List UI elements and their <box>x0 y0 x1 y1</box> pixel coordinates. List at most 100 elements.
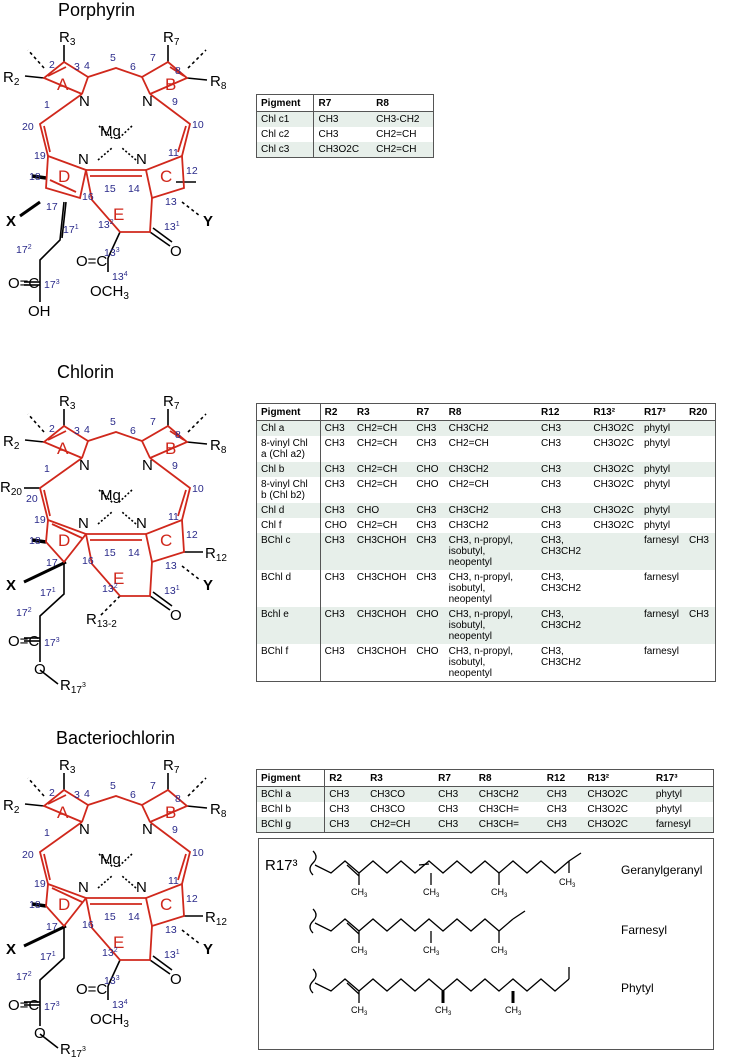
ring-c: C <box>160 167 172 186</box>
loc-17-3: 173 <box>44 637 60 649</box>
table-cell: CH3 <box>537 420 590 436</box>
svg-text:CH3: CH3 <box>491 887 508 899</box>
loc-17-3: 173 <box>44 279 60 291</box>
svg-text:7: 7 <box>150 52 156 64</box>
ring-a: A <box>57 803 69 822</box>
svg-text:5: 5 <box>110 52 116 64</box>
table-cell: Chl a <box>256 420 321 436</box>
svg-text:13: 13 <box>165 924 177 936</box>
svg-text:11: 11 <box>168 511 179 523</box>
svg-text:4: 4 <box>84 788 90 800</box>
table-cell: CH2=CH <box>352 462 413 477</box>
ring-c: C <box>160 531 172 550</box>
svg-text:13: 13 <box>165 560 177 572</box>
svg-text:9: 9 <box>172 460 178 472</box>
svg-text:1: 1 <box>44 99 50 111</box>
och3-label: OCH3 <box>90 1011 129 1030</box>
table-cell: CH3 <box>434 786 475 802</box>
loc-13-3: 133 <box>104 975 120 987</box>
table-cell <box>685 477 716 503</box>
table-cell: farnesyl <box>651 817 714 833</box>
o-keto: O <box>170 607 182 624</box>
loc-13-1: 131 <box>164 949 180 961</box>
col-header: R17³ <box>639 403 685 421</box>
table-cell: CH3, n-propyl, isobutyl, neopentyl <box>444 533 538 570</box>
table-cell: CH3, n-propyl, isobutyl, neopentyl <box>444 607 538 644</box>
svg-text:5: 5 <box>110 416 116 428</box>
svg-text:10: 10 <box>192 119 204 131</box>
table-cell: CH3 <box>324 479 345 490</box>
table-cell: CH3, CH3CH2 <box>541 646 582 668</box>
table-cell: Chl c3 <box>256 142 315 158</box>
loc-17-1: 171 <box>63 224 79 236</box>
ring-e: E <box>113 205 124 224</box>
svg-text:CH3: CH3 <box>351 1005 368 1017</box>
n-c: N <box>136 515 147 532</box>
table-cell: CH3 <box>320 462 353 477</box>
svg-text:17: 17 <box>46 557 58 569</box>
r7-label: R7 <box>163 29 180 48</box>
n-d: N <box>78 515 89 532</box>
table-cell: CH2=CH <box>448 479 489 490</box>
table-cell: CH3O2C <box>587 804 628 815</box>
table-cell: CH3 <box>320 607 353 644</box>
svg-text:2: 2 <box>49 423 55 435</box>
ring-e: E <box>113 569 124 588</box>
table-cell: CH3O2C <box>589 462 640 477</box>
table-cell: CH3CH2 <box>444 462 538 477</box>
bacteriochlorin-structure: R3 R7 R2 R8 R12 N N Mg N N A B C D E X Y… <box>3 757 227 1060</box>
table-cell: CH3O2C <box>583 786 652 802</box>
svg-text:3: 3 <box>74 789 80 801</box>
r8-label: R8 <box>210 73 227 92</box>
table-cell: CH3CHOH <box>352 607 413 644</box>
table-cell: CH3CH= <box>474 817 543 833</box>
table-cell: phytyl <box>655 804 682 815</box>
table-cell: CH3O2C <box>593 520 634 531</box>
table-cell: phytyl <box>643 520 671 531</box>
n-d: N <box>78 151 89 168</box>
table-cell: CH2=CH <box>356 520 398 531</box>
table-cell: phytyl <box>639 420 685 436</box>
r17-3-label: R173 <box>60 1041 86 1060</box>
ring-d: D <box>58 531 70 550</box>
table-cell: CH3 <box>542 817 584 833</box>
svg-text:CH3: CH3 <box>559 877 576 889</box>
loc-17-2: 172 <box>16 244 32 256</box>
table-cell: BChl f <box>256 644 321 682</box>
svg-text:4: 4 <box>84 424 90 436</box>
table-cell: CH3, CH3CH2 <box>537 533 590 570</box>
table-cell: CH3 <box>438 804 459 815</box>
acid-oc: O=C <box>8 997 39 1014</box>
table-cell: CH3O2C <box>583 817 652 833</box>
svg-text:8: 8 <box>175 65 181 77</box>
r17-sidechain-box: R17³ <box>258 838 714 1050</box>
table-cell: phytyl <box>643 479 671 490</box>
table-cell: phytyl <box>639 462 685 477</box>
table-cell: farnesyl <box>643 572 679 583</box>
table-cell: CH3 <box>416 572 437 583</box>
table-cell: CH3 <box>320 420 353 436</box>
svg-text:2: 2 <box>49 59 55 71</box>
col-header: R12 <box>542 769 584 787</box>
table-cell: CH3O2C <box>593 479 634 490</box>
r20-label: R20 <box>0 479 22 498</box>
svg-text:6: 6 <box>130 789 136 801</box>
table-cell: BChl c <box>256 533 321 570</box>
col-header: Pigment <box>256 94 315 112</box>
table-cell: CH3 <box>416 438 437 449</box>
table-cell: Chl b <box>256 462 321 477</box>
svg-text:11: 11 <box>168 147 179 159</box>
r12-label: R12 <box>205 545 227 564</box>
ring-c: C <box>160 895 172 914</box>
table-cell <box>685 570 716 607</box>
ester-oc: O=C <box>76 981 107 998</box>
table-cell: CHO <box>412 607 445 644</box>
loc-13-4: 134 <box>112 999 128 1011</box>
